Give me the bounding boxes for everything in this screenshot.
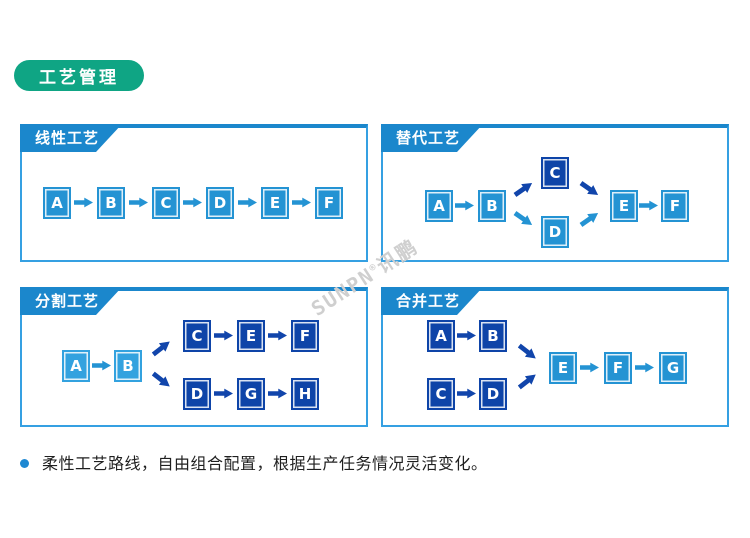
flow-arrow-icon xyxy=(457,330,476,341)
caption-note: 柔性工艺路线，自由组合配置，根据生产任务情况灵活变化。 xyxy=(20,454,488,473)
process-node-E: E xyxy=(549,352,577,384)
process-node-F: F xyxy=(315,187,343,219)
flow-arrow-icon xyxy=(455,200,474,211)
panel-title: 分割工艺 xyxy=(35,292,100,310)
flow-arrow-icon xyxy=(214,388,233,399)
caption-text: 柔性工艺路线，自由组合配置，根据生产任务情况灵活变化。 xyxy=(42,454,488,473)
process-node-C: C xyxy=(183,320,211,352)
process-node-B: B xyxy=(97,187,125,219)
flow-arrow-icon xyxy=(516,370,540,392)
flow-arrow-icon xyxy=(268,330,287,341)
process-node-A: A xyxy=(43,187,71,219)
flow-arrow-icon xyxy=(150,369,174,391)
process-node-H: H xyxy=(291,378,319,410)
process-node-D: D xyxy=(541,216,569,248)
flow-arrow-icon xyxy=(150,337,174,359)
flow-arrow-icon xyxy=(639,200,658,211)
process-node-F: F xyxy=(661,190,689,222)
process-node-D: D xyxy=(183,378,211,410)
bullet-dot-icon xyxy=(20,459,29,468)
flow-arrow-icon xyxy=(580,362,599,373)
flow-arrow-icon xyxy=(511,178,535,200)
flow-arrow-icon xyxy=(577,208,601,230)
process-node-A: A xyxy=(427,320,455,352)
process-node-E: E xyxy=(610,190,638,222)
panel-title-tab: 合并工艺 xyxy=(381,287,483,315)
process-node-D: D xyxy=(479,378,507,410)
panel-title-tab: 替代工艺 xyxy=(381,124,483,152)
panel-title-tab: 线性工艺 xyxy=(20,124,122,152)
flow-arrow-icon xyxy=(511,208,535,230)
panel-title: 替代工艺 xyxy=(396,129,461,147)
process-node-A: A xyxy=(425,190,453,222)
flow-arrow-icon xyxy=(292,197,311,208)
section-badge-label: 工艺管理 xyxy=(39,68,119,88)
section-badge: 工艺管理 xyxy=(14,60,144,91)
registered-mark-icon: ® xyxy=(367,260,381,275)
flow-arrow-icon xyxy=(183,197,202,208)
process-node-C: C xyxy=(152,187,180,219)
panel-title-tab: 分割工艺 xyxy=(20,287,122,315)
panel-title: 线性工艺 xyxy=(35,129,100,147)
process-node-C: C xyxy=(541,157,569,189)
flow-arrow-icon xyxy=(74,197,93,208)
process-node-B: B xyxy=(478,190,506,222)
process-node-F: F xyxy=(604,352,632,384)
flow-arrow-icon xyxy=(516,341,540,363)
flow-arrow-icon xyxy=(92,360,111,371)
flow-arrow-icon xyxy=(268,388,287,399)
process-node-C: C xyxy=(427,378,455,410)
flow-arrow-icon xyxy=(457,388,476,399)
process-node-E: E xyxy=(237,320,265,352)
flow-arrow-icon xyxy=(214,330,233,341)
process-node-B: B xyxy=(114,350,142,382)
process-node-E: E xyxy=(261,187,289,219)
panel-title: 合并工艺 xyxy=(396,292,461,310)
flow-arrow-icon xyxy=(238,197,257,208)
process-node-D: D xyxy=(206,187,234,219)
process-node-A: A xyxy=(62,350,90,382)
flow-arrow-icon xyxy=(635,362,654,373)
process-node-G: G xyxy=(237,378,265,410)
process-node-B: B xyxy=(479,320,507,352)
flow-arrow-icon xyxy=(577,178,601,200)
process-node-G: G xyxy=(659,352,687,384)
flow-arrow-icon xyxy=(129,197,148,208)
process-node-F: F xyxy=(291,320,319,352)
